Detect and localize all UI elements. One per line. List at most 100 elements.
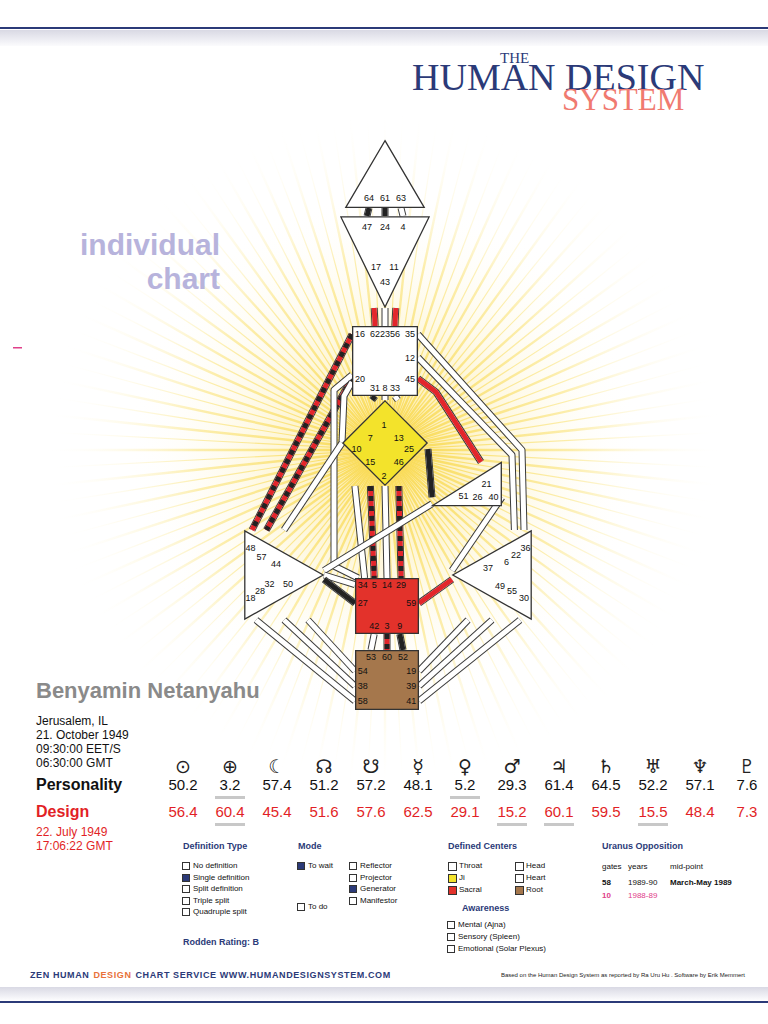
channel bbox=[284, 443, 342, 530]
label-text: ♀ bbox=[458, 755, 472, 777]
checkbox bbox=[349, 885, 357, 893]
gate-number: 46 bbox=[394, 457, 404, 466]
value-underline bbox=[638, 823, 668, 826]
channel-outline bbox=[370, 486, 374, 578]
label-text: 10 bbox=[602, 891, 611, 900]
channel-outline bbox=[372, 396, 375, 400]
checkbox bbox=[447, 945, 455, 953]
gate-number: 43 bbox=[380, 278, 390, 287]
channel-outline bbox=[342, 382, 352, 443]
center-polygon bbox=[353, 327, 418, 396]
label-text: 51.2 bbox=[309, 776, 338, 793]
channel-outline bbox=[355, 486, 365, 578]
gate-number: 14 bbox=[382, 580, 392, 589]
channel-personality bbox=[399, 486, 401, 578]
channel bbox=[342, 382, 352, 443]
legend-text: Throat bbox=[459, 861, 482, 870]
gate-number: 42 bbox=[369, 621, 379, 630]
label-text: No definition bbox=[193, 861, 237, 870]
label-text: Personality bbox=[36, 776, 122, 794]
checkbox bbox=[182, 874, 190, 882]
channel-outline bbox=[324, 580, 355, 604]
label-text: ☾ bbox=[268, 755, 285, 777]
gate-number: 45 bbox=[405, 374, 415, 383]
bottom-rule bbox=[0, 1001, 768, 1003]
label-text: mid-point bbox=[670, 862, 703, 871]
label-text: Mode bbox=[298, 841, 322, 851]
label-text: Emotional (Solar Plexus) bbox=[458, 944, 546, 953]
channel-design bbox=[266, 379, 352, 531]
value-underline bbox=[215, 796, 245, 799]
footer-text: DESIGN bbox=[93, 970, 131, 980]
gate-number: 55 bbox=[507, 587, 517, 596]
label-text: Awareness bbox=[462, 903, 509, 913]
center-shape: 345142927594239 bbox=[355, 578, 419, 634]
gate-number: 31 bbox=[370, 383, 380, 392]
label-text: ☿ bbox=[412, 755, 424, 777]
gate-number: 53 bbox=[366, 653, 376, 662]
channel-outline bbox=[395, 396, 398, 400]
gate-number: 9 bbox=[397, 621, 402, 630]
value-underline bbox=[544, 823, 574, 826]
gate-number: 47 bbox=[362, 223, 372, 232]
gate-number: 4 bbox=[400, 223, 405, 232]
channel-personality bbox=[324, 580, 355, 604]
gate-number: 59 bbox=[406, 599, 416, 608]
channel-personality bbox=[370, 486, 374, 578]
center-polygon bbox=[245, 531, 323, 619]
gate-number: 48 bbox=[245, 544, 255, 553]
channel-design bbox=[399, 486, 401, 578]
center-shape: 7113102515462 bbox=[342, 400, 428, 486]
center-shape: 536052543858193941 bbox=[355, 650, 419, 710]
channel-outline bbox=[371, 308, 379, 326]
center-shape: 3622637495530 bbox=[452, 530, 532, 620]
footer-line: ZEN HUMANDESIGNCHART SERVICE WWW.HUMANDE… bbox=[30, 970, 395, 980]
gate-number: 3 bbox=[384, 621, 389, 630]
sun-ray bbox=[385, 450, 696, 588]
channel-fill bbox=[419, 580, 452, 604]
label-text: Defined Centers bbox=[448, 841, 517, 851]
gate-number: 16 bbox=[355, 330, 365, 339]
label-text: 29.1 bbox=[450, 803, 479, 820]
gate-number: 1 bbox=[382, 420, 387, 429]
channel-outline bbox=[266, 379, 352, 531]
channel-personality bbox=[400, 634, 403, 650]
channel-fill bbox=[401, 208, 403, 216]
gate-number: 13 bbox=[394, 433, 404, 442]
channel-fill bbox=[355, 486, 365, 578]
channel-personality bbox=[383, 208, 388, 216]
label-text: 7.3 bbox=[737, 803, 758, 820]
channel bbox=[371, 634, 374, 650]
channel bbox=[385, 308, 386, 326]
gate-number: 57 bbox=[257, 553, 267, 562]
gate-number: 49 bbox=[495, 581, 505, 590]
gate-number: 20 bbox=[355, 374, 365, 383]
channel-fill bbox=[372, 396, 375, 400]
channel bbox=[394, 308, 396, 326]
label-text: 09:30:00 EET/S bbox=[36, 742, 121, 756]
channel-design bbox=[392, 308, 398, 326]
label-text: 52.2 bbox=[638, 776, 667, 793]
label-text: Jerusalem, IL bbox=[36, 714, 108, 728]
sun-ray bbox=[74, 312, 385, 450]
gate-number: 44 bbox=[271, 560, 281, 569]
channel-design bbox=[385, 634, 390, 650]
channel-outline bbox=[418, 358, 514, 531]
label-text: To do bbox=[308, 902, 328, 911]
gate-number: 15 bbox=[365, 457, 375, 466]
value-underline bbox=[450, 796, 480, 799]
channel bbox=[370, 486, 374, 578]
gate-number: 27 bbox=[358, 599, 368, 608]
center-polygon bbox=[346, 141, 424, 208]
channel-fill bbox=[383, 308, 388, 326]
label-text: 51.6 bbox=[309, 803, 338, 820]
gate-number: 34 bbox=[358, 580, 368, 589]
channel bbox=[266, 379, 352, 531]
gate-number: 26 bbox=[472, 493, 482, 502]
channel-fill bbox=[284, 443, 342, 530]
label-text: Mental (Ajna) bbox=[458, 920, 506, 929]
label-text: Projector bbox=[360, 873, 392, 882]
gate-number: 2 bbox=[382, 471, 387, 480]
sun-ray bbox=[385, 449, 725, 451]
label-text: 57.4 bbox=[262, 776, 291, 793]
